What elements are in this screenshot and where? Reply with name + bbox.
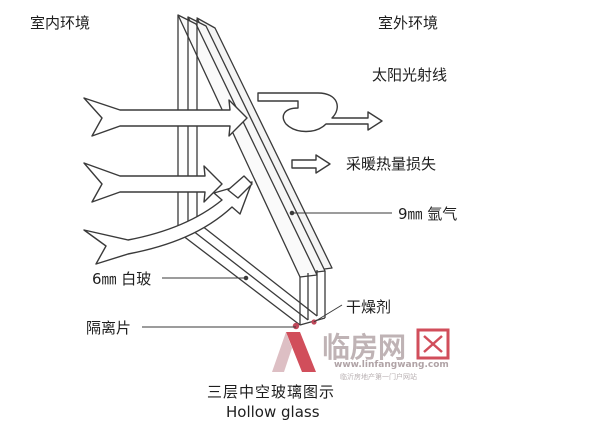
heat-reflect-tab [227,175,253,199]
watermark-subtitle: 临沂房地产第一门户网站 [340,373,417,381]
desiccant-leader [313,304,343,323]
outdoor-label: 室外环境 [378,14,439,32]
caption-cn: 三层中空玻璃图示 [207,383,336,401]
watermark-site: www.linfangwang.com [334,360,449,370]
spacer-label: 隔离片 [86,319,132,337]
indoor-label: 室内环境 [30,14,91,32]
spacer-mark [292,322,300,330]
solar-ray-arrow [257,92,383,133]
indoor-arrow-middle [83,162,223,203]
white-glass-label: 6㎜ 白玻 [92,270,152,288]
argon-label: 9㎜ 氩气 [398,205,458,223]
caption-en: Hollow glass [226,403,320,421]
indoor-arrow-curved [83,181,253,265]
glass-pane-inner [177,14,318,278]
indoor-arrow-top [83,97,248,137]
desiccant-label: 干燥剂 [346,298,392,316]
heat-loss-label: 采暖热量损失 [346,155,437,173]
heat-loss-arrow [291,154,331,174]
watermark-logo-text: 临房网 [322,331,406,364]
solar-ray-label: 太阳光射线 [372,66,448,84]
watermark-logo-mark [272,328,450,372]
